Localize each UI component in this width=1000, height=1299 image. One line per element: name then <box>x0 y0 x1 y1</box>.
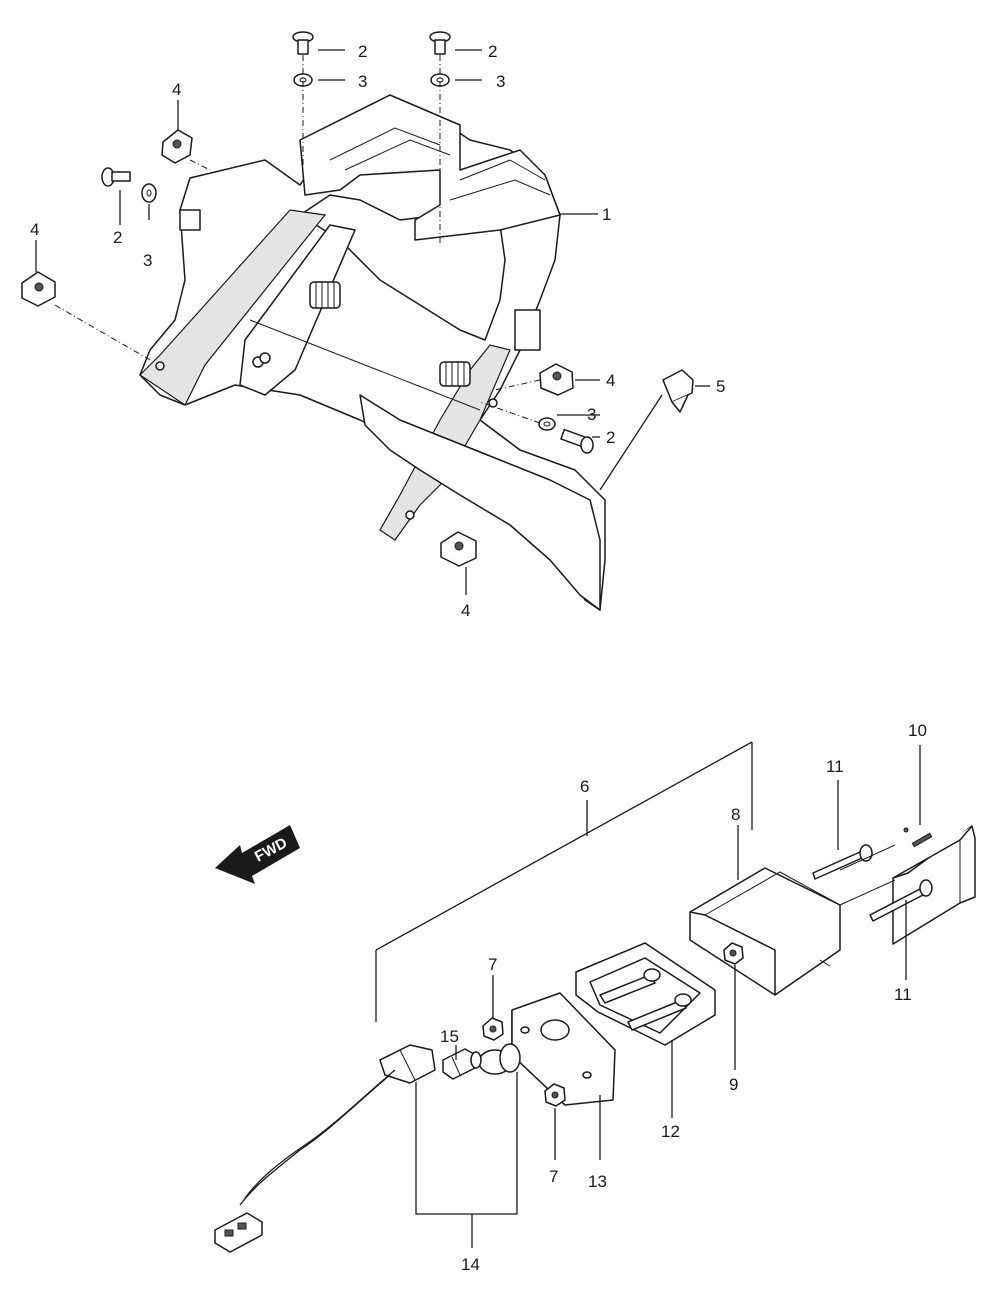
rear-fender <box>139 94 606 611</box>
bulb-15 <box>442 1048 482 1080</box>
screw-2b <box>429 31 451 55</box>
callout-3c: 3 <box>143 251 152 270</box>
callout-11a: 11 <box>826 757 844 776</box>
u-nut-4a <box>161 129 193 164</box>
callout-15: 15 <box>440 1027 459 1046</box>
callout-7b: 7 <box>549 1167 558 1186</box>
callout-4b: 4 <box>30 220 39 239</box>
socket-14 <box>214 1043 521 1253</box>
rubber-damper-left <box>309 281 341 309</box>
callout-1: 1 <box>602 205 611 224</box>
u-nut-4d <box>440 531 477 567</box>
washer-3d <box>538 417 556 431</box>
nut-7a <box>482 1017 504 1041</box>
screw-11a <box>812 844 873 880</box>
callout-11b: 11 <box>894 985 912 1004</box>
lamp-lens-10 <box>892 825 976 945</box>
callout-5: 5 <box>716 377 725 396</box>
gasket-13 <box>511 992 616 1106</box>
callout-2d: 2 <box>606 428 615 447</box>
lamp-cover-8 <box>689 867 841 996</box>
nut-7b <box>544 1083 566 1107</box>
washer-3c <box>141 183 157 203</box>
callout-4c: 4 <box>606 371 615 390</box>
callout-4a: 4 <box>172 80 181 99</box>
callout-10: 10 <box>908 721 927 740</box>
callout-12: 12 <box>661 1122 680 1141</box>
u-nut-4c <box>539 363 574 396</box>
callout-3d: 3 <box>587 405 596 424</box>
callout-9: 9 <box>729 1075 738 1094</box>
callout-2a: 2 <box>358 42 367 61</box>
screw-2a <box>292 31 314 55</box>
callout-7a: 7 <box>488 955 497 974</box>
callout-6: 6 <box>580 777 589 796</box>
callout-2b: 2 <box>488 42 497 61</box>
nut-9 <box>723 942 744 965</box>
callout-8: 8 <box>731 805 740 824</box>
callout-2c: 2 <box>113 228 122 247</box>
callout-3a: 3 <box>358 72 367 91</box>
cap-5 <box>662 369 694 413</box>
callout-3b: 3 <box>496 72 505 91</box>
rubber-damper-right <box>439 361 471 387</box>
callout-14: 14 <box>461 1255 480 1274</box>
callout-4d: 4 <box>461 601 470 620</box>
u-nut-4b <box>21 271 56 307</box>
screw-2c <box>101 167 131 187</box>
lamp-bracket-12 <box>575 942 716 1046</box>
screw-11b <box>869 879 933 922</box>
callout-13: 13 <box>588 1172 607 1191</box>
screw-2d <box>560 428 594 454</box>
fwd-arrow: FWD <box>215 825 300 884</box>
